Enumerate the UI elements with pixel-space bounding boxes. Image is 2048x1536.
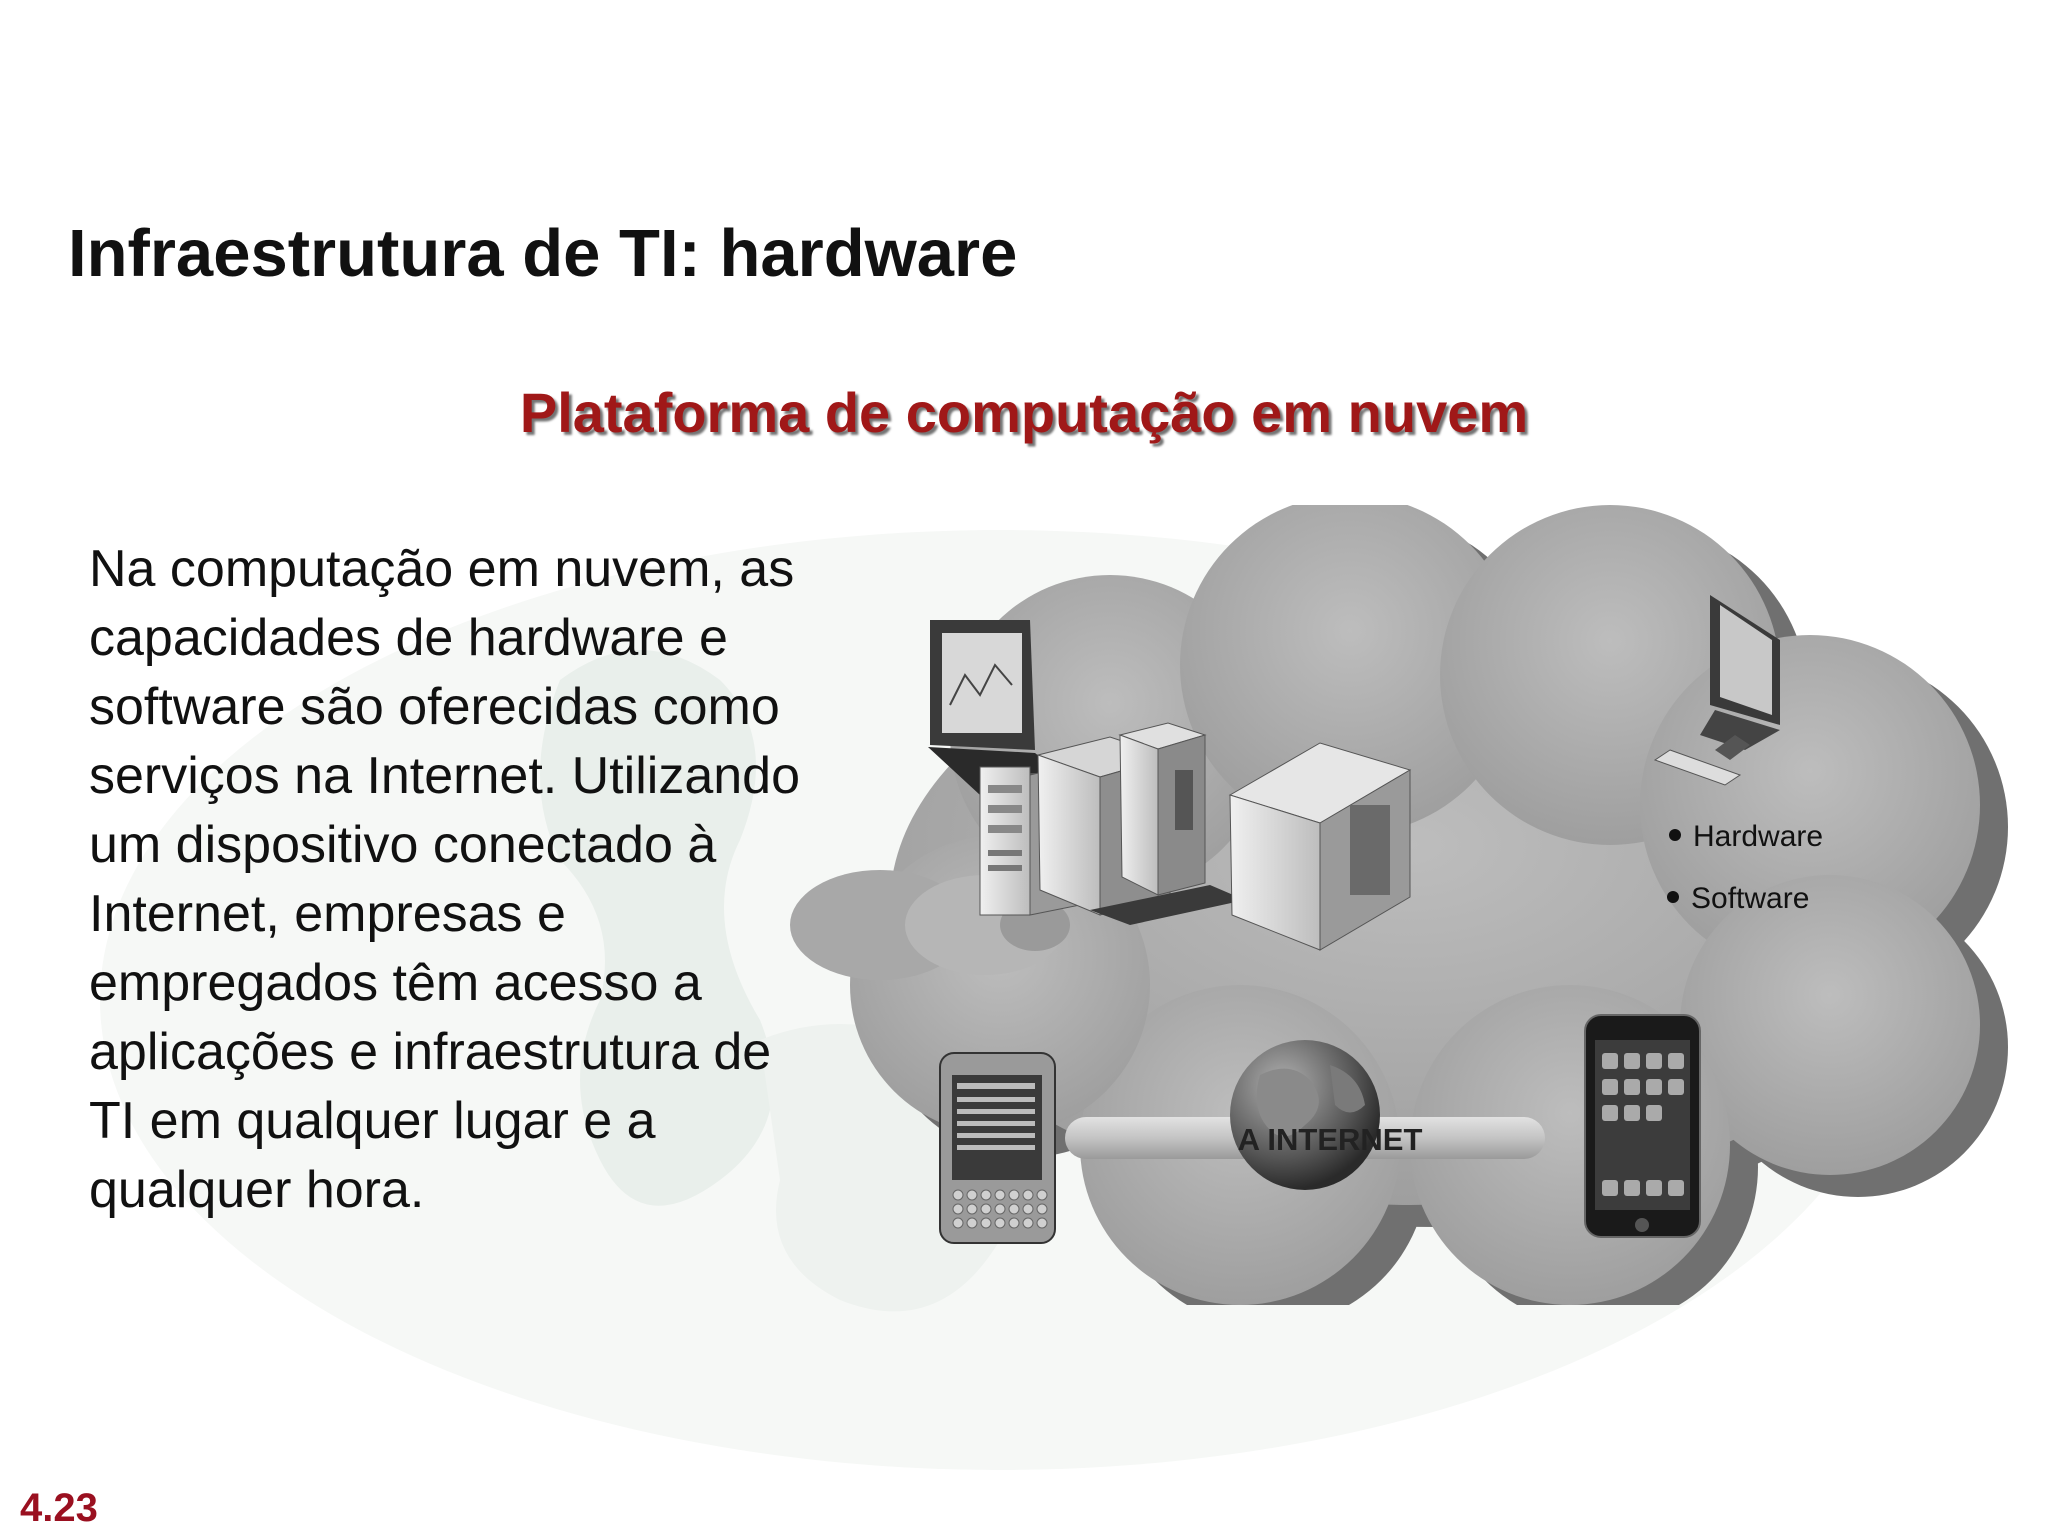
cloud-computing-figure: Hardware Software A INTERNET	[790, 505, 2008, 1305]
bullet-hardware: Hardware	[1693, 820, 1823, 853]
slide-title: Infraestrutura de TI: hardware	[68, 216, 1018, 291]
desktop-computer-icon	[1653, 595, 1780, 786]
globe-icon	[1230, 1040, 1380, 1190]
body-text: Na computação em nuvem, as capacidades d…	[89, 540, 801, 1219]
bullet-list: Hardware Software	[1667, 820, 1823, 915]
internet-label: A INTERNET	[1238, 1122, 1423, 1157]
pda-icon	[939, 1052, 1056, 1244]
slide-subtitle: Plataforma de computação em nuvem	[519, 381, 1529, 444]
bullet-software: Software	[1691, 882, 1809, 915]
slide-number: 4.23	[20, 1486, 98, 1530]
smartphone-icon	[1584, 1014, 1701, 1238]
server-rack-icon	[979, 722, 1412, 951]
